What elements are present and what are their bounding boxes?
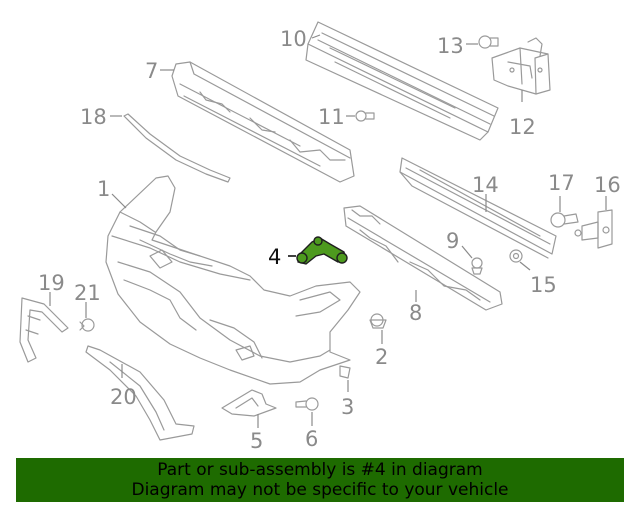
part-1-bumper-cover [105, 175, 361, 385]
callout-11: 11 [318, 105, 345, 129]
callout-5: 5 [250, 429, 263, 453]
callout-12: 12 [509, 115, 536, 139]
part-11-bolt [346, 110, 375, 122]
callout-20: 20 [110, 385, 137, 409]
callout-1: 1 [97, 177, 110, 201]
callout-17: 17 [548, 171, 575, 195]
part-10-upper-reinforcement [305, 21, 499, 141]
banner-line-2: Diagram may not be specific to your vehi… [131, 480, 509, 500]
part-19-side-trim [19, 292, 69, 363]
part-17-bolt [550, 196, 579, 228]
part-7-upper-absorber [160, 61, 355, 183]
part-20-fog-trim [85, 345, 195, 441]
part-8-lower-absorber [343, 205, 503, 311]
part-4-bracket-highlighted [288, 236, 348, 265]
part-2-clip [369, 313, 387, 344]
part-14-lower-reinforcement [399, 157, 557, 259]
callout-18: 18 [80, 105, 107, 129]
part-15-nut [509, 249, 531, 271]
callout-16: 16 [594, 173, 621, 197]
callout-8: 8 [409, 301, 422, 325]
banner-line-1: Part or sub-assembly is #4 in diagram [157, 460, 483, 480]
callout-10: 10 [280, 27, 307, 51]
callout-9: 9 [446, 229, 459, 253]
callout-15: 15 [530, 273, 557, 297]
callout-14: 14 [472, 173, 499, 197]
callout-7: 7 [145, 59, 158, 83]
part-3-clip [339, 365, 351, 392]
part-16-bracket [574, 196, 613, 249]
part-6-bolt [295, 397, 319, 426]
callout-3: 3 [341, 395, 354, 419]
callout-19: 19 [38, 271, 65, 295]
part-12-bracket [491, 37, 551, 102]
callout-6: 6 [305, 427, 318, 451]
part-21-clip [79, 302, 95, 332]
callout-4: 4 [268, 245, 281, 269]
part-13-bolt [466, 35, 499, 49]
part-notice-banner: Part or sub-assembly is #4 in diagram Di… [16, 458, 624, 502]
part-9-clip [461, 245, 483, 275]
callout-2: 2 [375, 345, 388, 369]
part-5-bracket [221, 389, 277, 428]
part-18-molding-strip [110, 113, 231, 183]
callout-21: 21 [74, 281, 101, 305]
callout-13: 13 [437, 34, 464, 58]
